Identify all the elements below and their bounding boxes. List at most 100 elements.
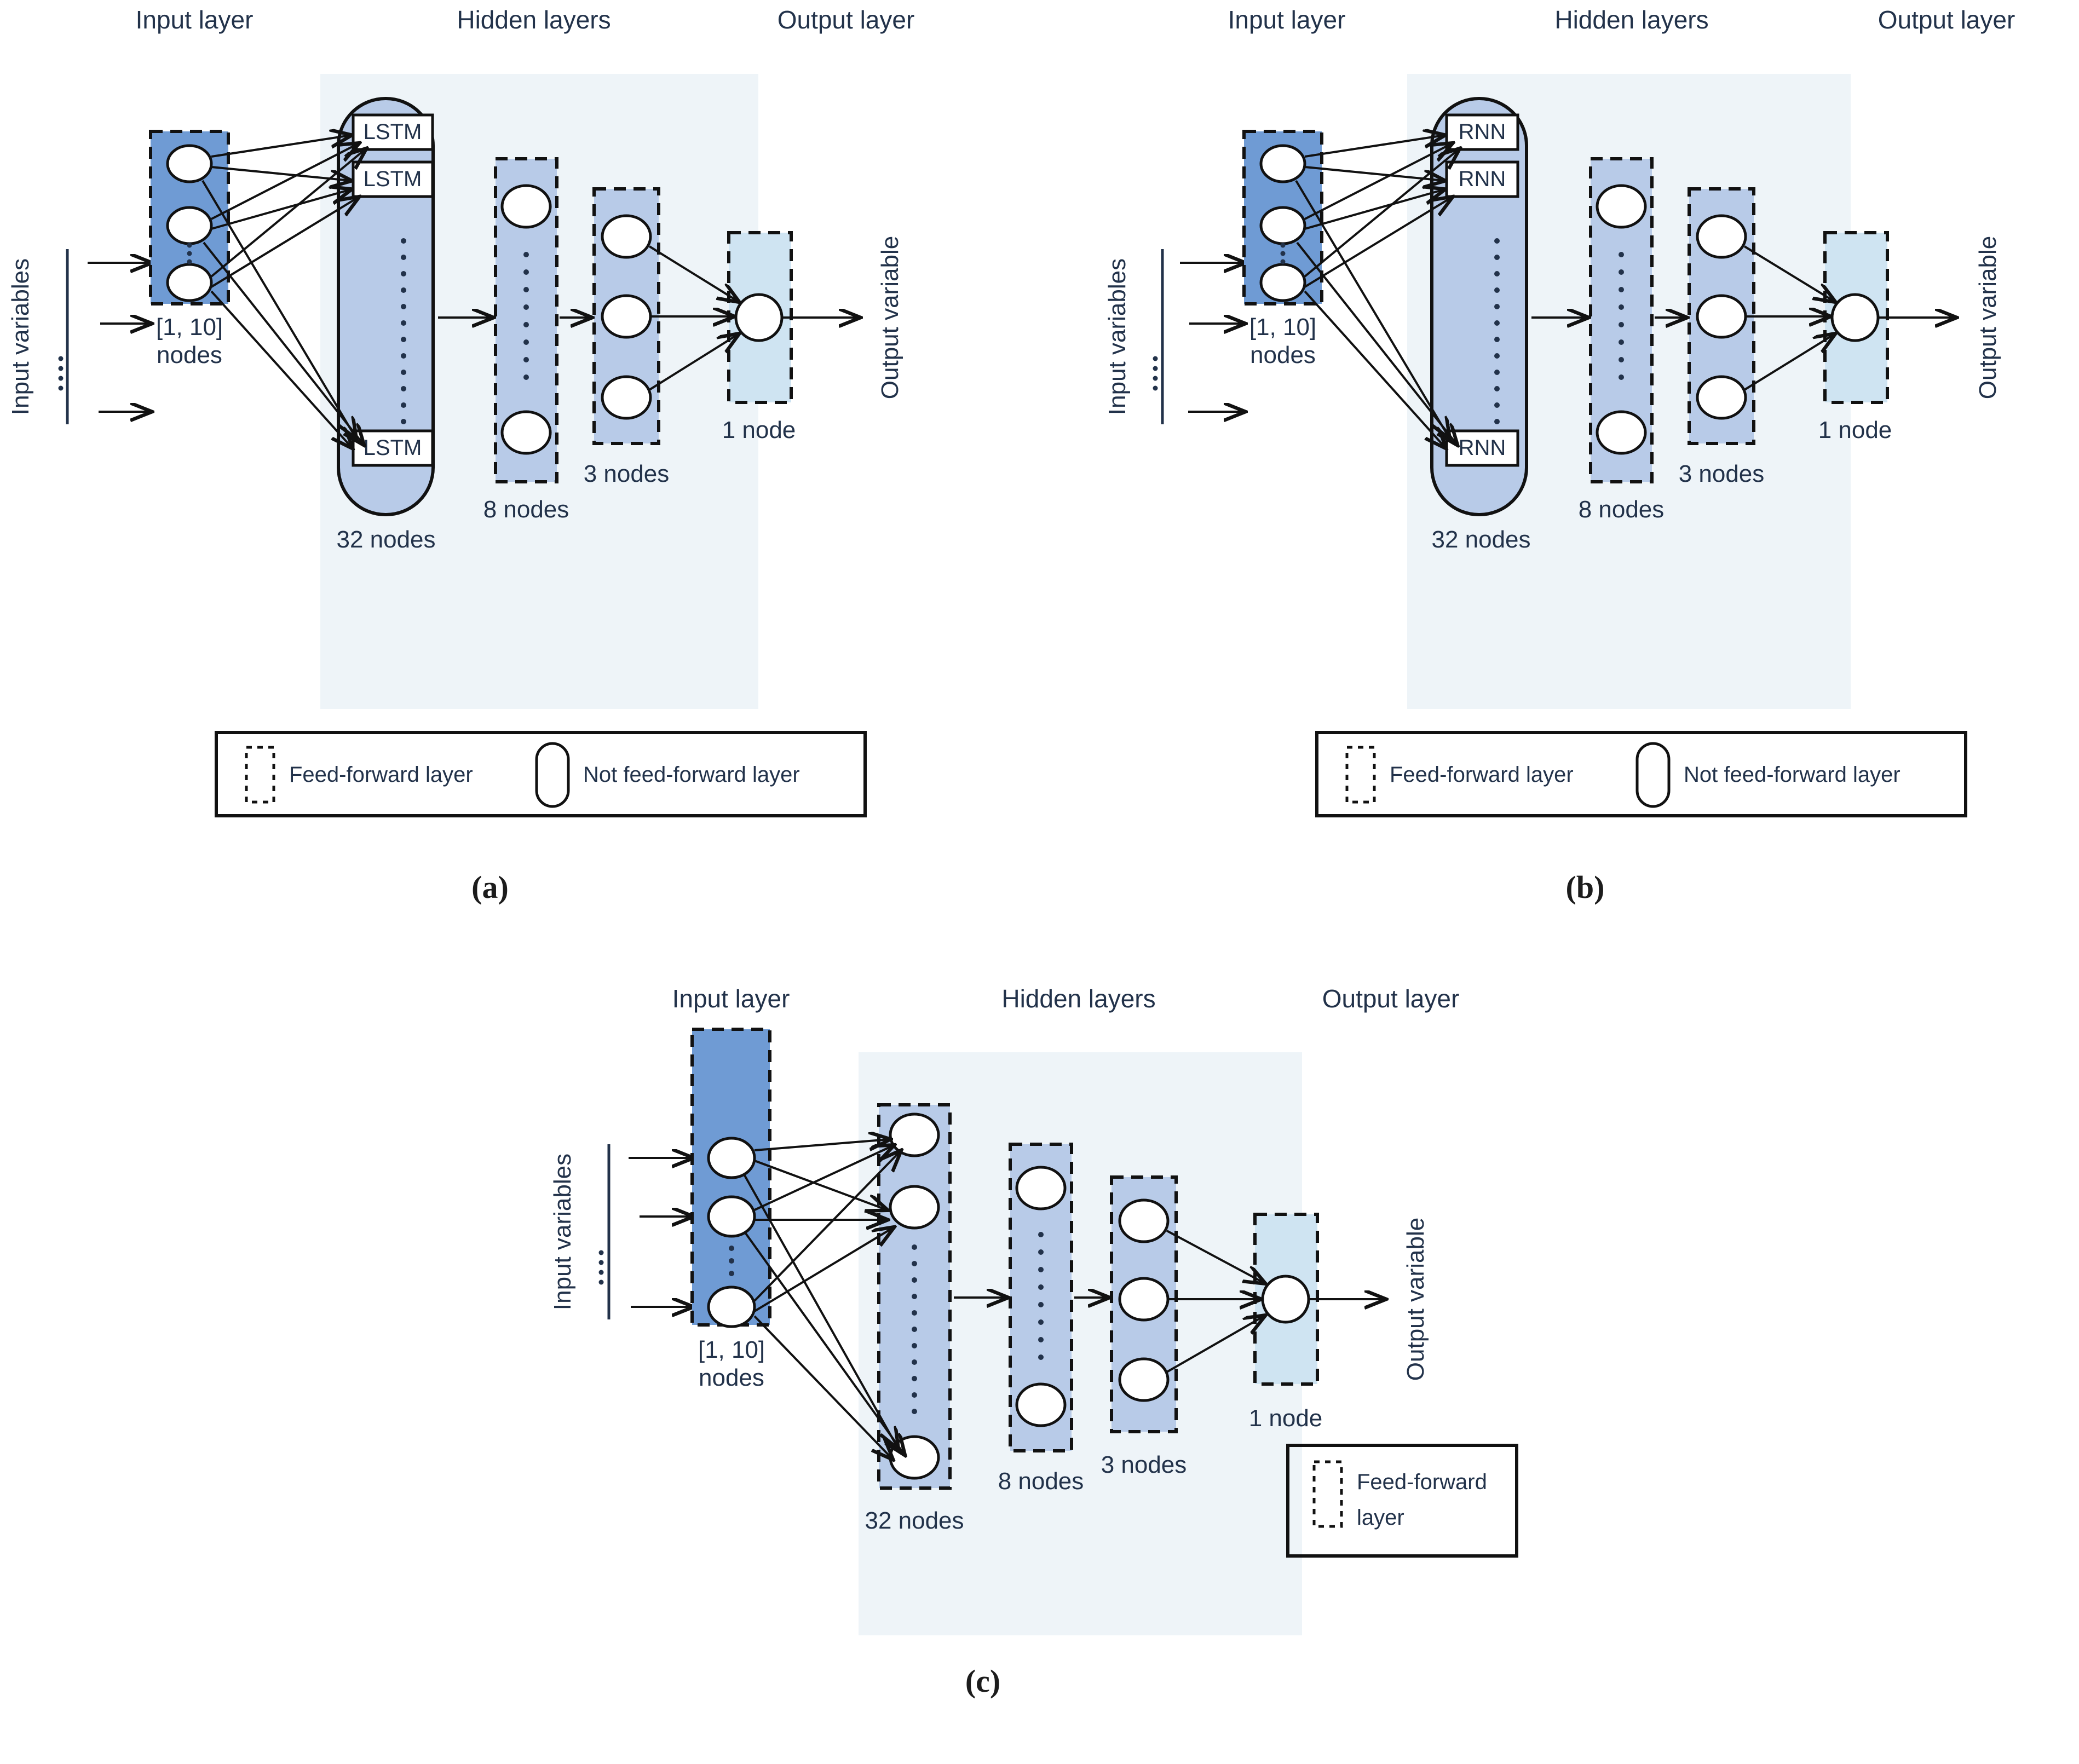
input-node-1-b <box>1259 144 1306 183</box>
legend-box-a <box>215 731 867 817</box>
input-layer-caption-line1-c: [1, 10] <box>698 1336 765 1363</box>
input-layer-ellipsis-a <box>187 243 192 264</box>
edges-dense3-to-output-a <box>648 245 739 391</box>
dense32-node-bottom-c <box>889 1435 940 1480</box>
legend-box-b <box>1315 731 1967 817</box>
rnn-cell-2-label-b: RNN <box>1459 167 1506 191</box>
input-layer-caption-line2-b: nodes <box>1250 342 1316 368</box>
input-layer-caption-line1-a: [1, 10] <box>156 314 223 341</box>
dense3-node-3-b <box>1696 375 1747 420</box>
dense32-layer-ellipsis-c <box>912 1244 917 1414</box>
dense8-layer-dashed-border-a <box>494 157 558 483</box>
edges-dense3-to-output-c <box>1166 1230 1265 1373</box>
rnn-cell-1-box-b <box>1445 113 1519 151</box>
dense8-layer-caption-c: 8 nodes <box>998 1468 1084 1495</box>
dense3-layer-caption-a: 3 nodes <box>584 460 670 487</box>
title-output-layer-b: Output layer <box>1878 5 2015 34</box>
lstm-cell-2-label-a: LSTM <box>364 167 422 191</box>
panel-a: Input layer Hidden layers Output layer I… <box>0 0 931 931</box>
legend-not-feed-forward-icon-b <box>1635 742 1671 808</box>
input-node-1-a <box>166 144 213 183</box>
title-input-layer-b: Input layer <box>1228 5 1346 34</box>
title-output-layer-c: Output layer <box>1322 984 1460 1013</box>
legend-feed-forward-label-line2-c: layer <box>1357 1506 1404 1530</box>
input-layer-ellipsis-b <box>1280 243 1286 264</box>
lstm-layer-ellipsis-a <box>401 238 406 424</box>
dense3-node-1-b <box>1696 214 1747 259</box>
legend-feed-forward-icon-a <box>245 746 275 804</box>
dense8-layer-dashed-border-b <box>1589 157 1654 483</box>
dense32-node-second-c <box>889 1185 940 1230</box>
rnn-layer-caption-b: 32 nodes <box>1431 526 1530 553</box>
lstm-cell-1-box-a <box>352 113 434 151</box>
dense3-node-2-b <box>1696 294 1747 339</box>
dense3-node-3-c <box>1118 1357 1170 1402</box>
output-variable-label-b: Output variable <box>1974 236 2001 399</box>
title-input-layer-c: Input layer <box>672 984 790 1013</box>
edges-input-to-dense32-c <box>744 1139 905 1459</box>
legend-feed-forward-label-b: Feed-forward layer <box>1390 763 1574 787</box>
input-layer-caption-line1-b: [1, 10] <box>1249 314 1316 341</box>
title-hidden-layers-b: Hidden layers <box>1554 5 1708 34</box>
input-node-3-a <box>166 263 213 302</box>
rnn-cell-3-label-b: RNN <box>1459 436 1506 460</box>
dense8-node-top-b <box>1596 184 1647 229</box>
legend-feed-forward-label-a: Feed-forward layer <box>289 763 473 787</box>
output-variable-label-a: Output variable <box>877 236 903 399</box>
panel-c: Input layer Hidden layers Output layer I… <box>548 980 1643 1764</box>
input-layer-ellipsis-c <box>729 1246 734 1276</box>
input-layer-dashed-border-b <box>1242 130 1323 305</box>
panel-b: Input layer Hidden layers Output layer I… <box>1104 0 2079 931</box>
input-node-2-a <box>166 206 213 245</box>
input-layer-caption-line2-a: nodes <box>157 342 222 368</box>
title-hidden-layers-c: Hidden layers <box>1001 984 1155 1013</box>
title-input-layer-a: Input layer <box>136 5 254 34</box>
legend-not-feed-forward-icon-a <box>535 742 570 808</box>
dense8-layer-caption-a: 8 nodes <box>483 496 569 523</box>
dense8-node-top-c <box>1015 1166 1067 1210</box>
dense3-node-1-c <box>1118 1198 1170 1243</box>
input-layer-caption-line2-c: nodes <box>699 1364 764 1391</box>
legend-feed-forward-icon-c <box>1312 1460 1343 1528</box>
input-node-2-b <box>1259 206 1306 245</box>
dense8-layer-ellipsis-a <box>523 252 529 380</box>
input-node-2-c <box>707 1195 756 1238</box>
dense8-node-top-a <box>500 184 552 229</box>
output-variable-label-c: Output variable <box>1402 1218 1429 1381</box>
dense3-node-1-a <box>601 214 652 259</box>
legend-box-c <box>1286 1444 1518 1558</box>
dense3-node-2-c <box>1118 1277 1170 1322</box>
dense32-layer-dashed-border-c <box>877 1103 952 1490</box>
dense3-layer-caption-b: 3 nodes <box>1679 460 1765 487</box>
lstm-layer-caption-a: 32 nodes <box>336 526 435 553</box>
output-layer-caption-a: 1 node <box>722 417 796 443</box>
input-layer-dashed-border-a <box>149 130 230 305</box>
lstm-cell-3-label-a: LSTM <box>364 436 422 460</box>
input-variables-label-a: Input variables <box>7 258 34 415</box>
output-node-b <box>1830 293 1880 342</box>
dense3-node-2-a <box>601 294 652 339</box>
legend-not-feed-forward-label-a: Not feed-forward layer <box>583 763 800 787</box>
input-bracket-ellipsis-c <box>598 1250 604 1285</box>
dense8-node-bottom-b <box>1596 410 1647 455</box>
dense8-node-bottom-c <box>1015 1382 1067 1427</box>
output-layer-caption-c: 1 node <box>1249 1405 1323 1432</box>
input-variables-label-c: Input variables <box>549 1154 576 1310</box>
dense3-layer-caption-c: 3 nodes <box>1101 1451 1187 1478</box>
rnn-layer-ellipsis-b <box>1494 238 1500 424</box>
title-output-layer-a: Output layer <box>778 5 915 34</box>
output-node-a <box>734 293 784 342</box>
input-bracket-ellipsis-b <box>1153 356 1158 391</box>
input-node-3-c <box>707 1285 756 1328</box>
legend-feed-forward-icon-b <box>1345 746 1376 804</box>
panel-caption-b: (b) <box>1566 869 1605 905</box>
legend-not-feed-forward-label-b: Not feed-forward layer <box>1684 763 1901 787</box>
legend-feed-forward-label-line1-c: Feed-forward <box>1357 1470 1487 1494</box>
input-layer-dashed-border-c <box>690 1028 771 1327</box>
input-node-3-b <box>1259 263 1306 302</box>
edges-input-to-rnn-b <box>1295 135 1459 448</box>
edges-dense3-to-output-b <box>1743 245 1835 391</box>
input-variables-label-b: Input variables <box>1104 258 1131 415</box>
input-node-1-c <box>707 1137 756 1179</box>
panel-caption-a: (a) <box>471 869 509 905</box>
